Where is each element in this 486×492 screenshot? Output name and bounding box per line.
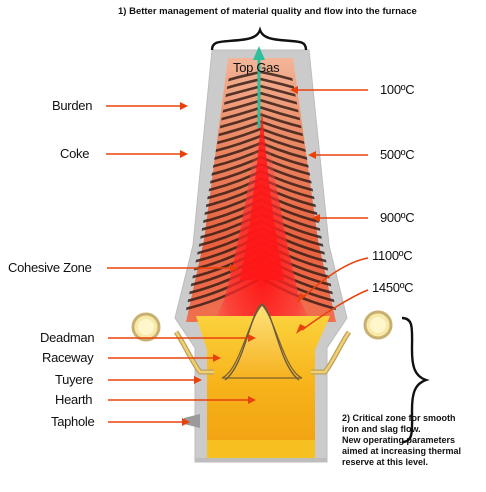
title-note: 1) Better management of material quality… <box>118 6 417 17</box>
bottom-note-line5: reserve at this level. <box>342 457 461 468</box>
label-hearth: Hearth <box>55 392 92 407</box>
label-tuyere: Tuyere <box>55 372 93 387</box>
bottom-note-line4: aimed at increasing thermal <box>342 446 461 457</box>
label-1450c: 1450ºC <box>372 280 413 295</box>
label-100c: 100ºC <box>380 82 414 97</box>
label-deadman: Deadman <box>40 330 94 345</box>
label-raceway: Raceway <box>42 350 93 365</box>
hearth-bottom <box>207 440 315 458</box>
bottom-note: 2) Critical zone for smooth iron and sla… <box>342 413 461 468</box>
hearth-floor <box>195 458 327 462</box>
bottom-note-line3: New operating parameters <box>342 435 461 446</box>
label-1100c: 1100ºC <box>372 248 412 263</box>
top-gas-label: Top Gas <box>233 60 279 75</box>
label-cohesive-zone: Cohesive Zone <box>8 260 92 275</box>
label-900c: 900ºC <box>380 210 414 225</box>
label-burden: Burden <box>52 98 92 113</box>
label-taphole: Taphole <box>51 414 94 429</box>
label-500c: 500ºC <box>380 147 414 162</box>
bottom-note-line1: 2) Critical zone for smooth <box>342 413 461 424</box>
bottom-note-line2: iron and slag flow. <box>342 424 461 435</box>
label-coke: Coke <box>60 146 89 161</box>
